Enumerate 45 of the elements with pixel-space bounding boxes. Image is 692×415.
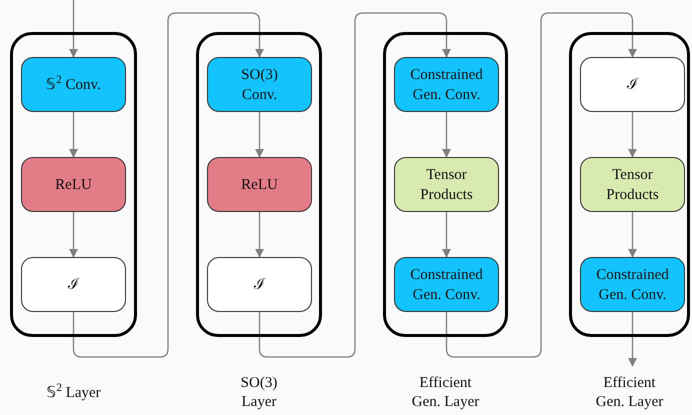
arrow bbox=[628, 212, 637, 258]
arrow bbox=[72, 12, 264, 358]
layer-label: Efficient Gen. Layer bbox=[594, 374, 664, 412]
block-label: ℐ bbox=[68, 276, 79, 294]
arrow bbox=[442, 112, 451, 158]
tensor-product-block bbox=[580, 157, 685, 212]
arrow bbox=[255, 212, 264, 258]
block-label: Constrained Gen. Conv. bbox=[596, 266, 670, 304]
layer-label: Efficient Gen. Layer bbox=[410, 374, 480, 412]
identity-block bbox=[580, 57, 685, 112]
identity-block bbox=[207, 257, 312, 312]
layer-label: SO(3) Layer bbox=[240, 374, 278, 412]
layer-box bbox=[383, 32, 508, 337]
arrow bbox=[69, 0, 78, 58]
conv-block bbox=[21, 57, 126, 112]
identity-block bbox=[21, 257, 126, 312]
arrow bbox=[69, 112, 78, 158]
block-label: SO(3) Conv. bbox=[240, 66, 279, 104]
layer-label: 𝕊$^{2}$ Layer bbox=[46, 384, 101, 402]
block-label: ReLU bbox=[241, 176, 278, 194]
layer-box bbox=[569, 32, 690, 337]
arrow bbox=[69, 212, 78, 258]
relu-block bbox=[21, 157, 126, 212]
arrow bbox=[442, 212, 451, 258]
conv-block bbox=[394, 57, 499, 112]
block-label: Constrained Gen. Conv. bbox=[410, 66, 484, 104]
arrow bbox=[628, 112, 637, 158]
relu-block bbox=[207, 157, 312, 212]
arrow bbox=[446, 12, 637, 358]
layer-box bbox=[196, 32, 322, 337]
block-label: Tensor Products bbox=[419, 166, 474, 204]
block-label: Tensor Products bbox=[605, 166, 660, 204]
block-label: ReLU bbox=[55, 176, 92, 194]
arrow bbox=[258, 12, 451, 358]
block-label: 𝕊$^{2}$ Conv. bbox=[46, 74, 101, 94]
block-label: ℐ bbox=[254, 276, 265, 294]
conv-block bbox=[580, 257, 685, 312]
layer-box bbox=[10, 32, 137, 337]
conv-block bbox=[207, 57, 312, 112]
tensor-product-block bbox=[394, 157, 499, 212]
arrow bbox=[628, 312, 637, 367]
block-label: Constrained Gen. Conv. bbox=[410, 266, 484, 304]
block-label: ℐ bbox=[627, 76, 638, 94]
conv-block bbox=[394, 257, 499, 312]
arrow bbox=[255, 112, 264, 158]
